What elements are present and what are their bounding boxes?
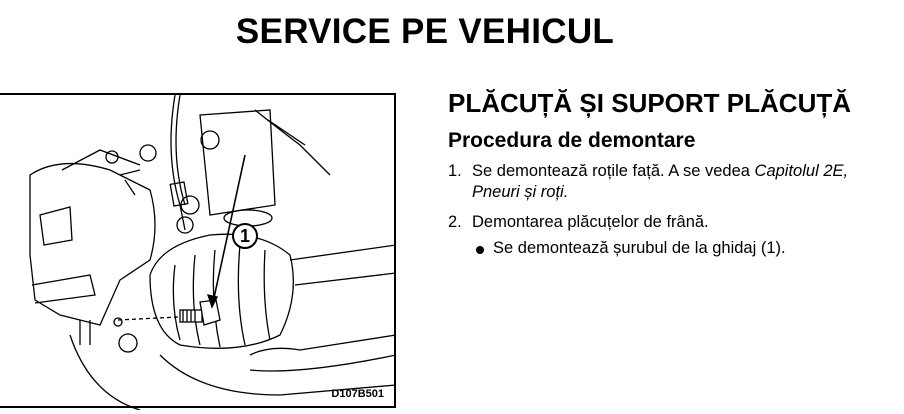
brake-caliper-illustration: 1 D107B501 [0, 93, 396, 410]
page-header-title: SERVICE PE VEHICUL [235, 12, 615, 51]
section-title: PLĂCUȚĂ ȘI SUPORT PLĂCUȚĂ [448, 88, 851, 118]
step-text: Se demontează roțile față. A se vedea [472, 162, 755, 180]
figure-code: D107B501 [331, 388, 384, 400]
chapter-reference-continued: Pneuri și roți. [472, 183, 569, 201]
bullet-icon [476, 246, 484, 254]
step-number: 2. [448, 213, 462, 231]
chapter-reference: Capitolul 2E, [754, 162, 849, 180]
substep-bullet: Se demontează șurubul de la ghidaj (1). [493, 239, 786, 257]
callout-1: 1 [232, 223, 258, 249]
section-subtitle: Procedura de demontare [448, 129, 696, 152]
caliper-drawing [29, 95, 396, 410]
step-number: 1. [448, 162, 462, 180]
step-text: Demontarea plăcuțelor de frână. [472, 213, 709, 231]
